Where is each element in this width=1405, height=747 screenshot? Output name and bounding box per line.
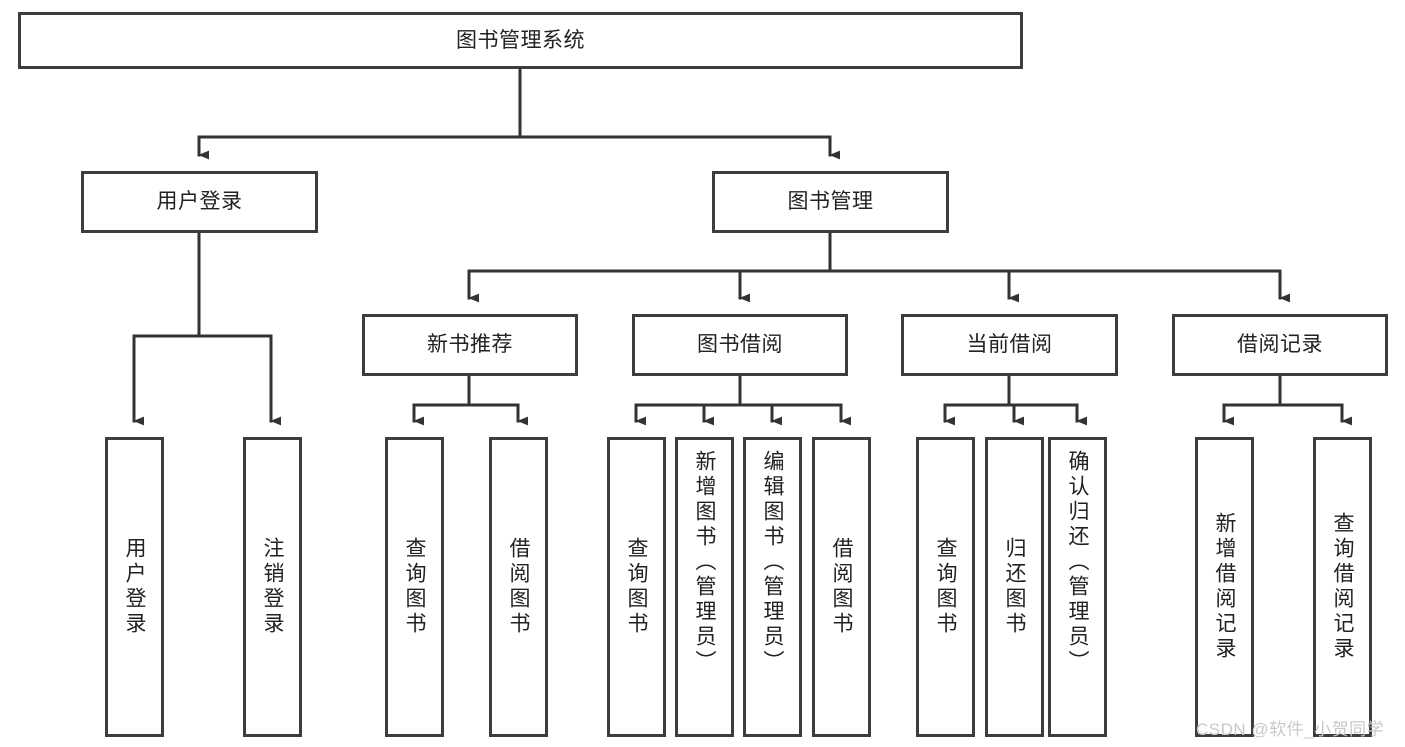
node-new-book-recommend[interactable]: 新书推荐 [362,314,578,376]
leaf-add-book-admin[interactable]: 新增图书（管理员） [675,437,734,737]
node-root-label: 图书管理系统 [456,28,585,52]
leaf-logout-label: 注销登录 [261,537,284,637]
node-book-borrow[interactable]: 图书借阅 [632,314,848,376]
leaf-borrow-book-nbr-label: 借阅图书 [507,537,530,637]
leaf-logout[interactable]: 注销登录 [243,437,302,737]
leaf-query-book-nbr-label: 查询图书 [403,537,426,637]
leaf-edit-book-admin[interactable]: 编辑图书（管理员） [743,437,802,737]
leaf-borrow-book-bb-label: 借阅图书 [830,537,853,637]
leaf-query-borrow-record-label: 查询借阅记录 [1331,512,1354,662]
leaf-query-book-bb[interactable]: 查询图书 [607,437,666,737]
leaf-query-book-bb-label: 查询图书 [625,537,648,637]
leaf-borrow-book-bb[interactable]: 借阅图书 [812,437,871,737]
leaf-query-book-cb-label: 查询图书 [934,537,957,637]
leaf-return-book[interactable]: 归还图书 [985,437,1044,737]
node-book-borrow-label: 图书借阅 [697,333,783,357]
leaf-user-login-label: 用户登录 [123,537,146,637]
leaf-confirm-return-admin-label: 确认归还（管理员） [1066,450,1089,675]
leaf-confirm-return-admin[interactable]: 确认归还（管理员） [1048,437,1107,737]
leaf-add-borrow-record[interactable]: 新增借阅记录 [1195,437,1254,737]
csdn-watermark: CSDN @软件_小贺同学 [1196,720,1385,739]
leaf-query-borrow-record[interactable]: 查询借阅记录 [1313,437,1372,737]
node-user-login[interactable]: 用户登录 [81,171,318,233]
node-new-book-recommend-label: 新书推荐 [427,333,513,357]
node-book-management[interactable]: 图书管理 [712,171,949,233]
node-root[interactable]: 图书管理系统 [18,12,1023,69]
node-borrow-record-label: 借阅记录 [1237,333,1323,357]
node-current-borrow-label: 当前借阅 [966,333,1053,357]
leaf-add-borrow-record-label: 新增借阅记录 [1213,512,1236,662]
node-current-borrow[interactable]: 当前借阅 [901,314,1118,376]
leaf-return-book-label: 归还图书 [1003,537,1026,637]
leaf-edit-book-admin-label: 编辑图书（管理员） [761,450,784,675]
node-borrow-record[interactable]: 借阅记录 [1172,314,1388,376]
leaf-borrow-book-nbr[interactable]: 借阅图书 [489,437,548,737]
leaf-query-book-nbr[interactable]: 查询图书 [385,437,444,737]
leaf-query-book-cb[interactable]: 查询图书 [916,437,975,737]
leaf-user-login[interactable]: 用户登录 [105,437,164,737]
node-user-login-label: 用户登录 [156,190,243,214]
leaf-add-book-admin-label: 新增图书（管理员） [693,450,716,675]
node-book-management-label: 图书管理 [787,190,874,214]
